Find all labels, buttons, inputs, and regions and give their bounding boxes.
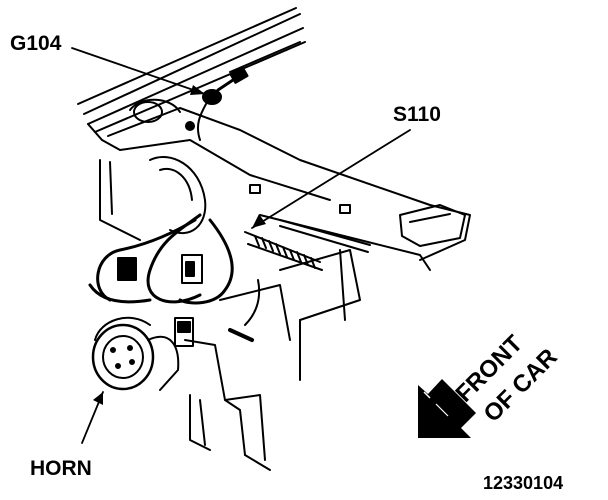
ground-bolt-g104 — [196, 66, 249, 141]
leader-horn-arrowhead — [93, 392, 103, 405]
leader-lines — [71, 47, 411, 444]
horn-body — [91, 316, 180, 391]
wiring-harness — [88, 213, 261, 347]
arrow-down-left-icon — [418, 379, 476, 438]
radiator-support-panel — [99, 107, 471, 381]
leader-g104 — [71, 47, 206, 95]
label-g104: G104 — [10, 32, 62, 55]
leader-s110 — [251, 129, 411, 229]
splice-harness-s110 — [244, 219, 371, 271]
connector-block — [249, 184, 466, 247]
cowl-rails — [77, 7, 306, 151]
label-horn: HORN — [30, 457, 92, 480]
lower-bracket — [184, 339, 271, 471]
front-of-car-label: FRONT OF CAR — [408, 300, 563, 430]
leader-s110-arrowhead — [252, 214, 266, 228]
leader-g104-arrowhead — [190, 85, 205, 95]
label-s110: S110 — [393, 103, 441, 126]
figure-number: 12330104 — [483, 473, 564, 493]
mount-bracket — [129, 98, 195, 131]
